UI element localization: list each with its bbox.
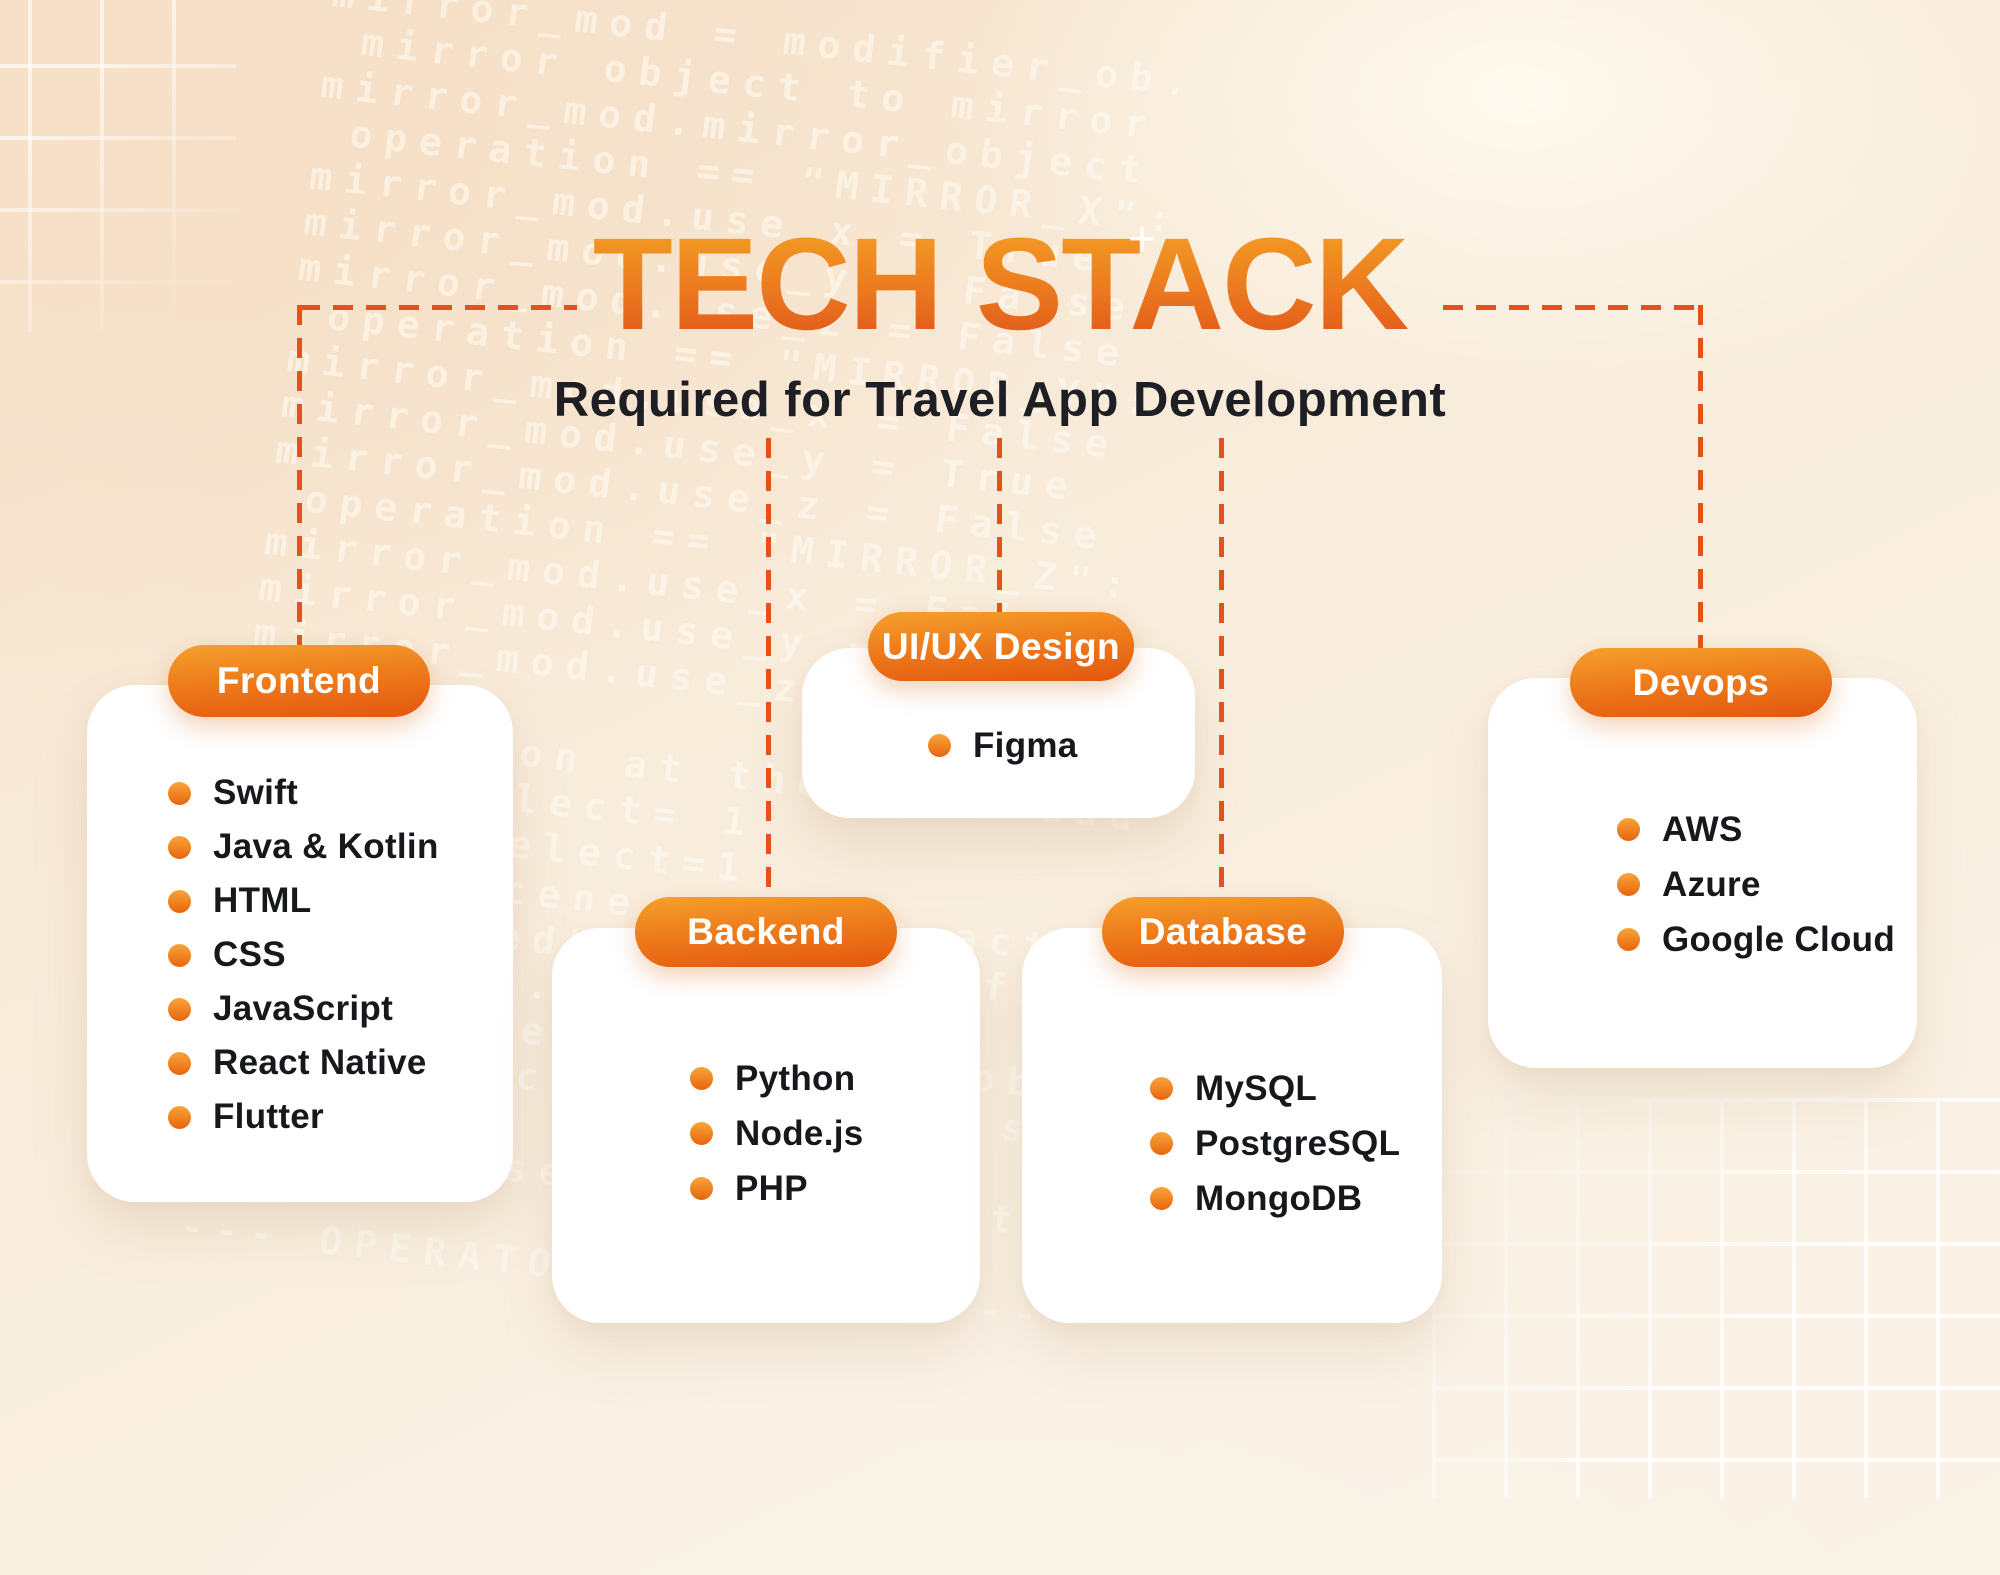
bullet-icon (168, 997, 191, 1021)
tech-list-item-label: AWS (1662, 809, 1743, 849)
bullet-icon (1617, 928, 1640, 951)
tech-list-item: Figma (928, 718, 1078, 773)
tech-list-item-label: HTML (213, 881, 312, 920)
page-title: TECH STACK (0, 218, 2000, 349)
bullet-icon (168, 1105, 191, 1129)
tech-list-item-label: PHP (735, 1168, 808, 1208)
sparkle-icon: + (1128, 213, 1157, 266)
connector-backend-vertical (766, 438, 771, 899)
background-grid-bottom-right (1432, 1098, 2000, 1498)
page-subtitle: Required for Travel App Development (553, 373, 1447, 427)
tech-list-item-label: Java & Kotlin (213, 827, 439, 866)
bullet-icon (168, 835, 191, 859)
backend-pill: Backend (635, 897, 897, 967)
tech-list-item-label: Azure (1662, 864, 1761, 904)
tech-list-item: Google Cloud (1617, 912, 1895, 967)
tech-list-item-label: React Native (213, 1043, 427, 1082)
tech-list-item: Python (690, 1051, 864, 1106)
bullet-icon (690, 1067, 713, 1090)
connector-frontend-vertical (297, 305, 302, 647)
tech-list-item: PHP (690, 1161, 864, 1216)
database-pill: Database (1102, 897, 1344, 967)
uiux-design-pill: UI/UX Design (868, 612, 1134, 681)
bullet-icon (1150, 1187, 1173, 1210)
frontend-pill: Frontend (168, 645, 430, 717)
bullet-icon (690, 1177, 713, 1200)
bullet-icon (1617, 818, 1640, 841)
tech-list: MySQL PostgreSQL MongoDB (1150, 1061, 1400, 1226)
tech-list-item-label: MySQL (1195, 1068, 1318, 1108)
tech-list-item: React Native (168, 1036, 439, 1090)
bullet-icon (690, 1122, 713, 1145)
connector-database-vertical (1219, 438, 1224, 899)
tech-list-item: JavaScript (168, 982, 439, 1036)
tech-list-item-label: Python (735, 1058, 856, 1098)
tech-list-item: Azure (1617, 857, 1895, 912)
tech-list: Figma (928, 718, 1078, 773)
database-card: MySQL PostgreSQL MongoDB (1022, 928, 1442, 1323)
tech-list-item-label: Node.js (735, 1113, 864, 1153)
bullet-icon (1150, 1132, 1173, 1155)
connector-top-right-horizontal (1443, 305, 1701, 310)
tech-list-item: Swift (168, 766, 439, 820)
tech-list-item: Flutter (168, 1090, 439, 1144)
tech-list-item-label: MongoDB (1195, 1178, 1363, 1218)
connector-uiux-vertical (997, 438, 1002, 614)
connector-devops-vertical (1698, 305, 1703, 650)
connector-top-left-horizontal (300, 305, 577, 310)
tech-list-item: CSS (168, 928, 439, 982)
tech-list-item: PostgreSQL (1150, 1116, 1400, 1171)
tech-list-item-label: Google Cloud (1662, 919, 1896, 959)
bullet-icon (1150, 1077, 1173, 1100)
devops-pill: Devops (1570, 648, 1832, 717)
bullet-icon (168, 943, 191, 967)
tech-list-item-label: Figma (973, 725, 1078, 765)
bullet-icon (168, 781, 191, 805)
tech-list-item-label: Flutter (213, 1097, 324, 1136)
bullet-icon (168, 1051, 191, 1075)
tech-list-item: MongoDB (1150, 1171, 1400, 1226)
tech-list-item: HTML (168, 874, 439, 928)
bullet-icon (168, 889, 191, 913)
tech-list-item-label: CSS (213, 935, 286, 974)
tech-list-item: Java & Kotlin (168, 820, 439, 874)
tech-list-item: Node.js (690, 1106, 864, 1161)
tech-list-item-label: JavaScript (213, 989, 394, 1028)
tech-list-item-label: Swift (213, 773, 299, 812)
tech-list-item: MySQL (1150, 1061, 1400, 1116)
tech-list-item-label: PostgreSQL (1195, 1123, 1401, 1163)
bullet-icon (928, 734, 951, 757)
bullet-icon (1617, 873, 1640, 896)
uiux-design-card: Figma (802, 648, 1195, 818)
tech-list-item: AWS (1617, 802, 1895, 857)
